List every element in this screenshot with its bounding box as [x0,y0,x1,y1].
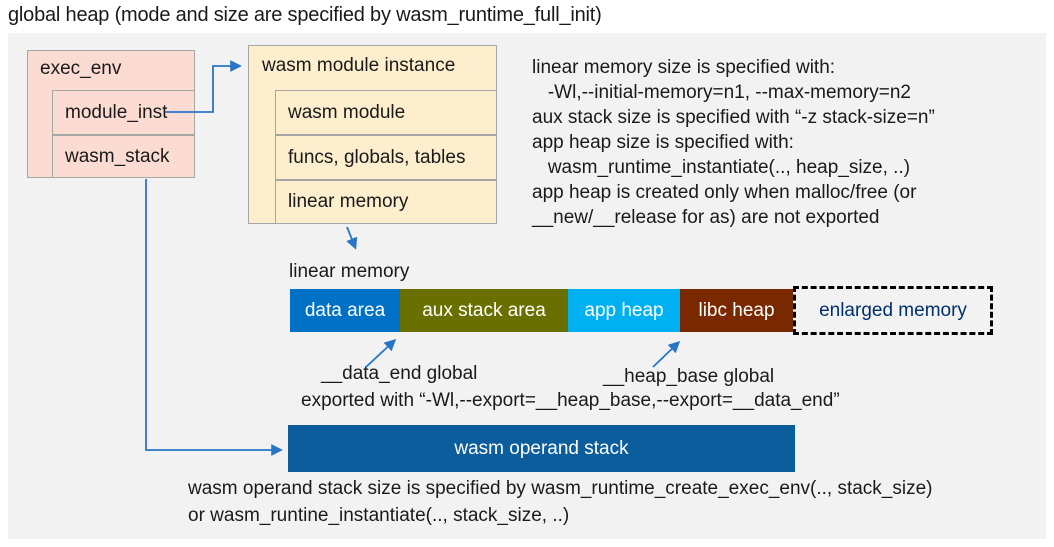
module-inst-label: module_inst [65,101,168,123]
data-end-global-label: __data_end global [321,363,478,384]
linear-memory-bar-title: linear memory [289,261,410,282]
segment-libc-heap-label: libc heap [698,299,775,321]
heap-base-global-label: __heap_base global [603,366,775,387]
funcs-globals-tables-row: funcs, globals, tables [275,135,497,180]
note-line: __new/__release for as) are not exported [532,207,880,228]
segment-aux-stack-area-label: aux stack area [422,299,546,321]
wasm-operand-stack-label: wasm operand stack [454,437,629,459]
segment-app-heap-label: app heap [584,299,664,321]
segment-data-area: data area [290,289,400,332]
exec-env-label: exec_env [40,58,122,79]
wasm-module-instance-label: wasm module instance [262,55,456,76]
linear-memory-row-label: linear memory [288,191,409,212]
note-line: wasm_runtime_instantiate(.., heap_size, … [532,157,911,178]
segment-libc-heap: libc heap [680,289,793,332]
note-line: linear memory size is specified with: [532,57,836,78]
operand-stack-caption-line1: wasm operand stack size is specified by … [188,478,933,499]
note-line: aux stack size is specified with “-z sta… [532,107,935,128]
wasm-module-label: wasm module [288,101,406,123]
wasm-stack-row: wasm_stack [52,135,195,178]
note-line: app heap is created only when malloc/fre… [532,182,917,203]
diagram-title: global heap (mode and size are specified… [8,4,602,26]
note-line: app heap size is specified with: [532,132,794,153]
note-line: -Wl,--initial-memory=n1, --max-memory=n2 [532,82,911,103]
export-flags-label: exported with “-Wl,--export=__heap_base,… [301,390,840,411]
funcs-globals-tables-label: funcs, globals, tables [288,146,466,168]
segment-aux-stack-area: aux stack area [400,289,568,332]
segment-enlarged-memory-label: enlarged memory [819,299,967,321]
wasm-stack-label: wasm_stack [65,145,170,167]
wasm-module-row: wasm module [275,90,497,135]
segment-enlarged-memory: enlarged memory [793,286,993,335]
notes-block: linear memory size is specified with: -W… [532,55,1044,230]
linear-memory-row: linear memory [275,180,497,224]
wasm-operand-stack-bar: wasm operand stack [288,425,795,472]
segment-data-area-label: data area [304,299,386,321]
segment-app-heap: app heap [568,289,680,332]
operand-stack-caption-line2: or wasm_runtine_instantiate(.., stack_si… [188,505,570,526]
module-inst-row: module_inst [52,90,195,135]
